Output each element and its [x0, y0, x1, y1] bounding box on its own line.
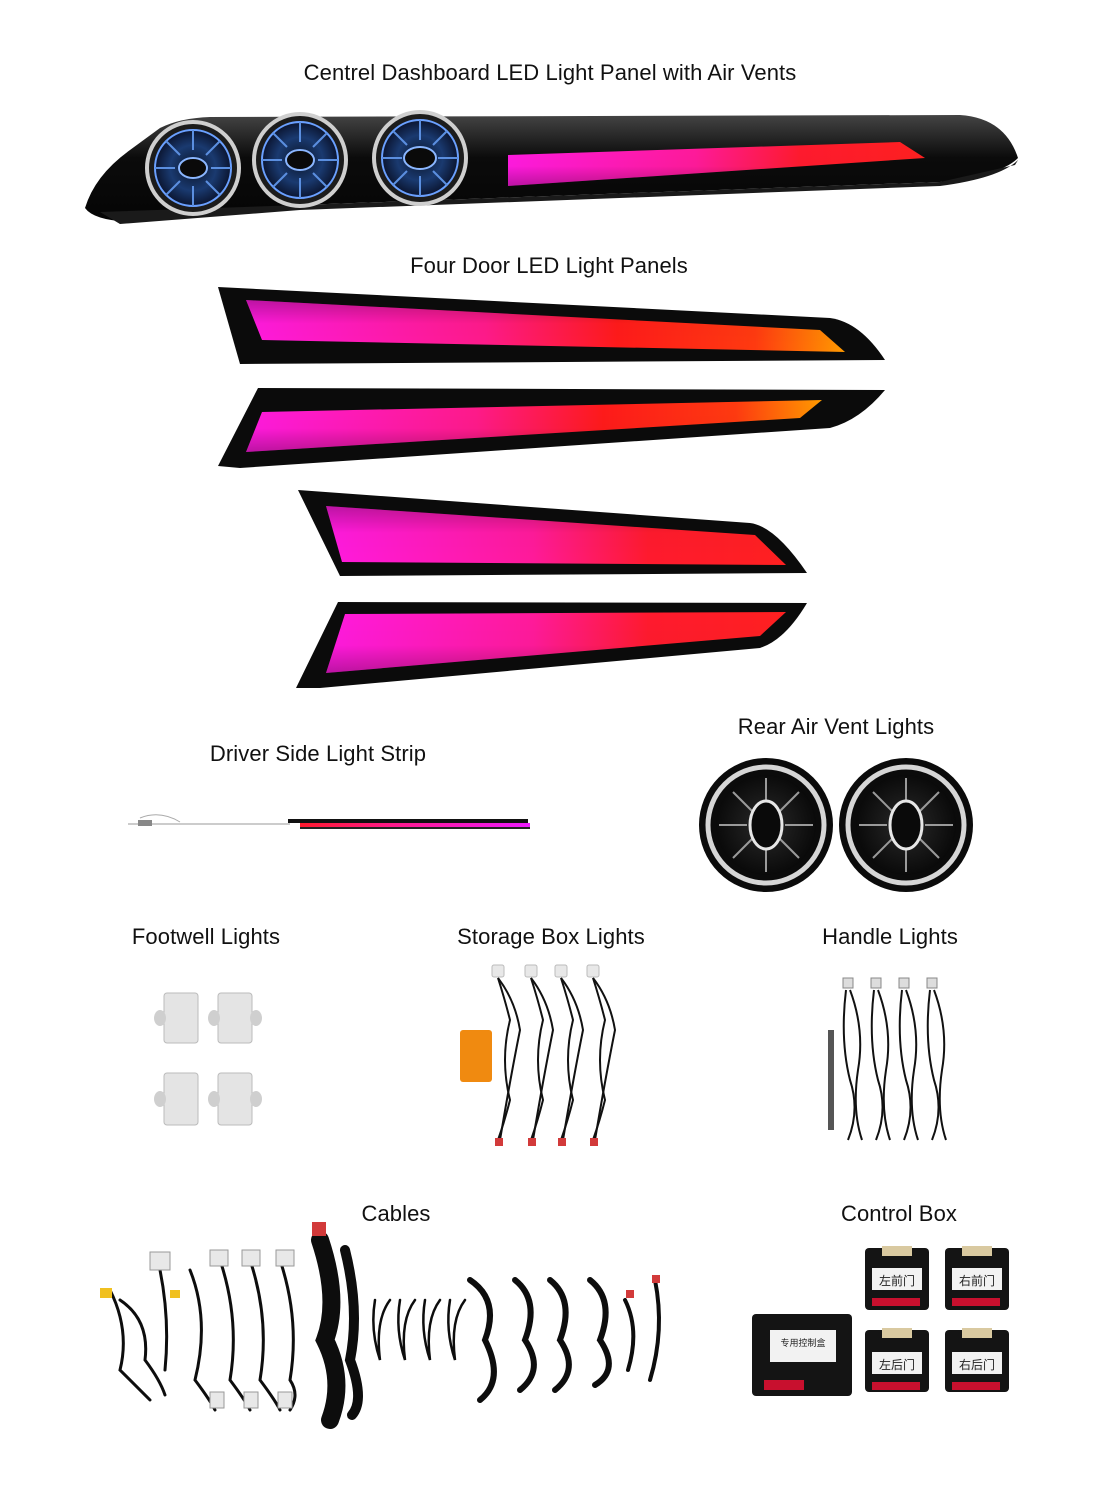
cables-title: Cables — [361, 1201, 431, 1226]
module-label-front-right: 右前门 — [958, 1274, 995, 1288]
door-panel-2 — [218, 388, 885, 468]
dashboard-vent-3 — [372, 110, 468, 206]
door-panel-3 — [298, 490, 807, 576]
door-panel-4 — [296, 602, 807, 688]
rear-vent-right — [839, 758, 973, 892]
module-label-rear-right: 右后门 — [958, 1358, 995, 1372]
cables-bundle — [108, 1231, 661, 1429]
rear-vents-title: Rear Air Vent Lights — [737, 714, 935, 739]
dashboard-panel — [85, 110, 1018, 224]
storage-box-title: Storage Box Lights — [457, 924, 645, 949]
footwell-lights — [154, 992, 262, 1126]
handle-title: Handle Lights — [822, 924, 958, 949]
main-unit-label: 专用控制盒 — [780, 1339, 826, 1349]
cable-connectors — [100, 1222, 660, 1409]
driver-strip-title: Driver Side Light Strip — [209, 741, 427, 766]
dashboard-vent-1 — [145, 120, 241, 216]
control-box-set — [752, 1246, 1009, 1396]
module-label-front-left: 左前门 — [878, 1274, 915, 1288]
rear-vent-left — [699, 758, 833, 892]
module-label-rear-left: 左后门 — [878, 1358, 915, 1372]
door-panel-1 — [218, 287, 885, 364]
footwell-title: Footwell Lights — [131, 924, 281, 949]
dashboard-vent-2 — [252, 112, 348, 208]
door-panels-title: Four Door LED Light Panels — [410, 253, 688, 278]
driver-light-strip — [128, 814, 530, 829]
storage-box-lights — [460, 964, 617, 1146]
dashboard-title: Centrel Dashboard LED Light Panel with A… — [303, 60, 797, 85]
handle-lights — [828, 977, 947, 1141]
control-box-title: Control Box — [840, 1201, 958, 1226]
